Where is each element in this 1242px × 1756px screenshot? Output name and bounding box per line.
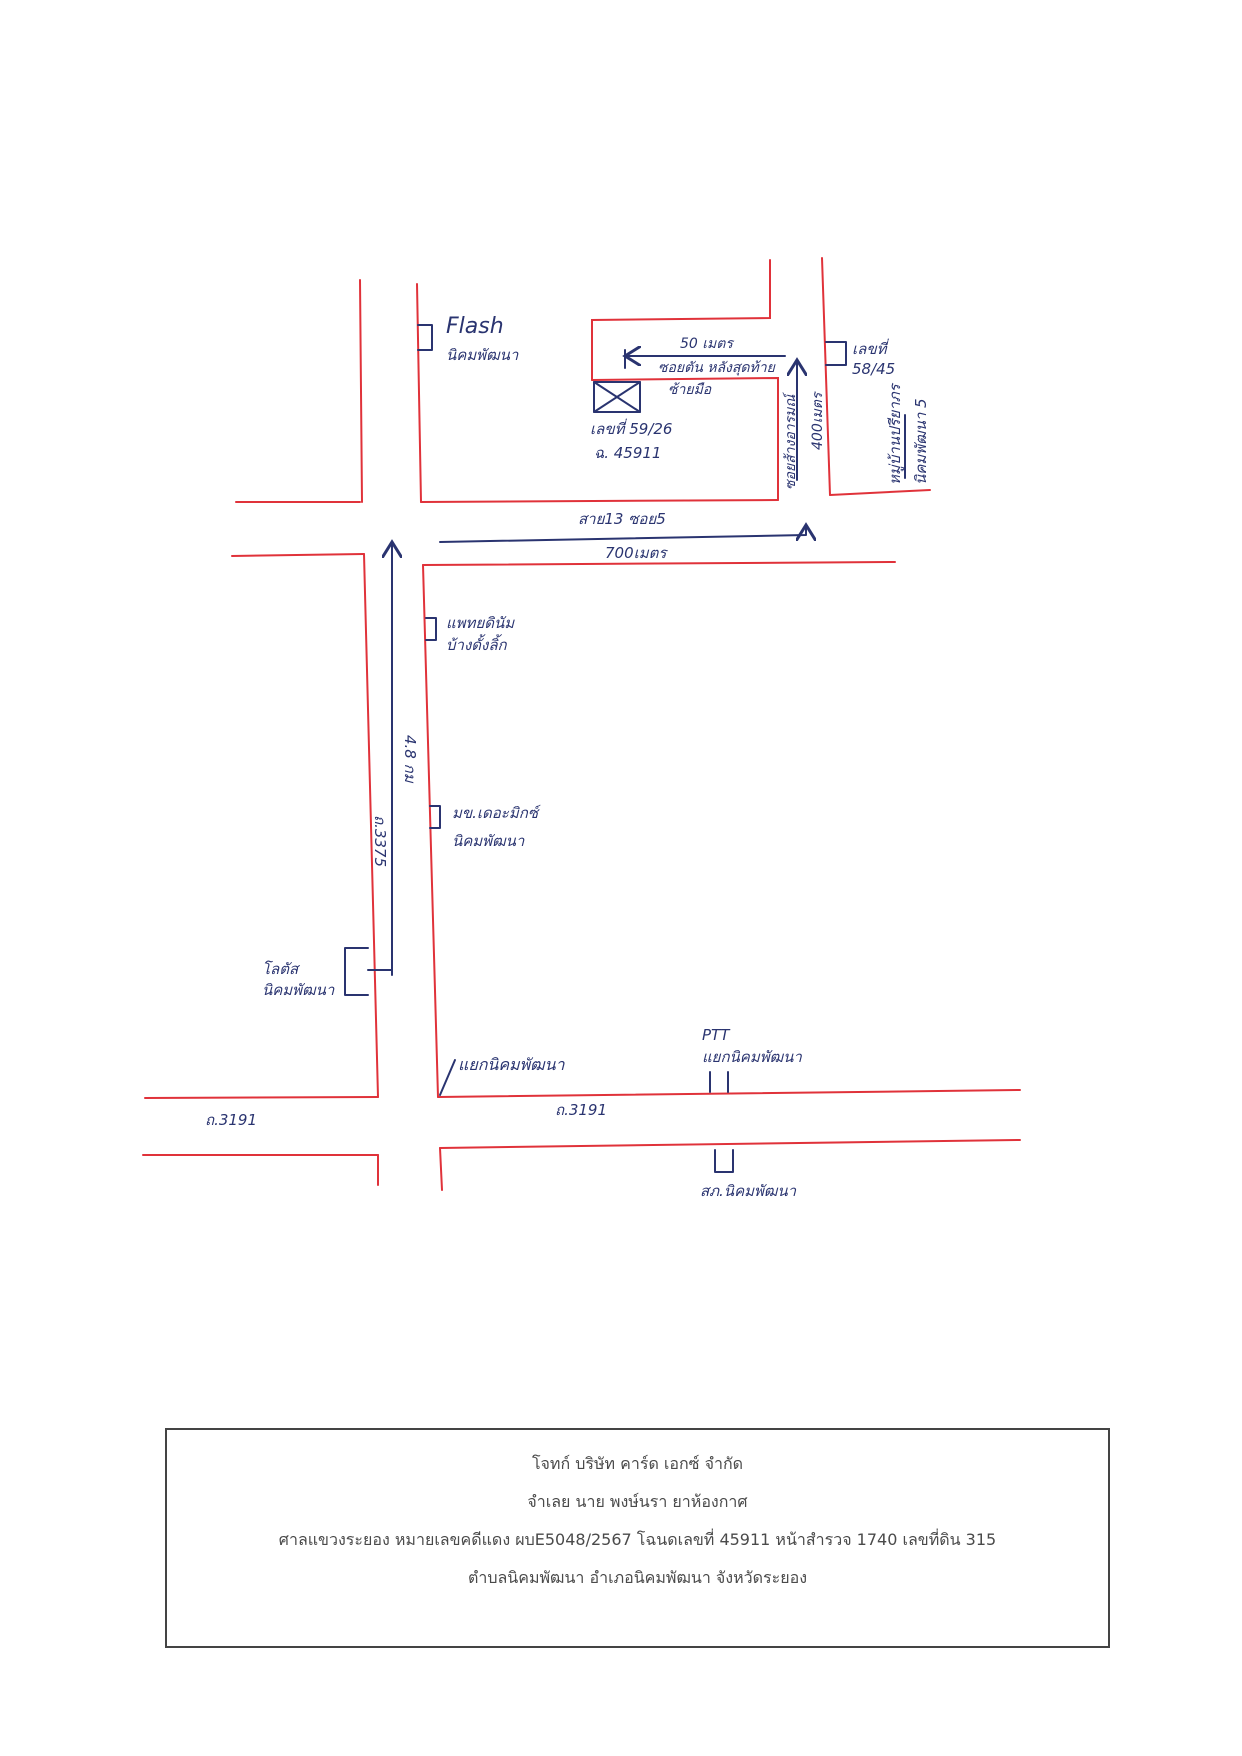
police-label: สภ.นิคมพัฒนา (700, 1182, 797, 1200)
dist-4-8-label: 4.8 กม (401, 735, 419, 784)
lane-last-label: ซอยตัน หลังสุดท้าย (658, 360, 776, 376)
landmarks: Flash นิคมพัฒนา เลขที่ 59/26 ฉ. 45911 เล… (262, 314, 930, 1200)
lane-last-side-label: ซ้ายมือ (668, 382, 712, 398)
ptt-line2: แยกนิคมพัฒนา (702, 1048, 802, 1066)
dist-400-label: 400เมตร (810, 391, 826, 450)
mart2-marker (429, 805, 441, 829)
road-soi5-north-east (420, 499, 779, 503)
mart1-line1: แพทยดินัม (446, 614, 515, 632)
soi-side-label: ซอยส้างอารมณ์ (782, 392, 799, 490)
plot-deed: ฉ. 45911 (594, 444, 661, 462)
mart1-marker (425, 617, 437, 641)
house-right-line2: 58/45 (852, 360, 895, 378)
road-3191-north-west (144, 1096, 379, 1099)
flash-name: Flash (446, 314, 504, 339)
lotus-line1: โลตัส (262, 960, 301, 978)
village-line1: หมู่บ้านปรียาภร (886, 382, 904, 485)
soi5-label: สาย13 ซอย5 (578, 510, 666, 528)
caption-case-details: ศาลแขวงระยอง หมายเลขคดีแดง ผบE5048/2567 … (278, 1530, 997, 1549)
flash-marker (417, 324, 433, 351)
ptt-line1: PTT (702, 1026, 731, 1044)
junction-pointer (439, 1059, 456, 1096)
flash-sub: นิคมพัฒนา (446, 346, 519, 364)
road-network (142, 257, 1021, 1191)
caption-plaintiff: โจทก์ บริษัท คาร์ด เอกซ์ จำกัด (531, 1454, 744, 1473)
mart1-line2: บ้างดั้งลิ้ก (446, 634, 508, 654)
case-caption-box: โจทก์ บริษัท คาร์ด เอกซ์ จำกัด จำเลย นาย… (165, 1428, 1110, 1648)
junction-label: แยกนิคมพัฒนา (458, 1055, 566, 1074)
road-3191-left-label: ถ.3191 (205, 1111, 257, 1129)
caption-defendant: จำเลย นาย พงษ์นรา ยาห้องกาศ (527, 1492, 748, 1511)
road-left-west-top (359, 279, 363, 503)
road-soi-last (591, 376, 779, 501)
road-soi5-south-west (231, 553, 365, 557)
village-line2: นิคมพัฒนา 5 (912, 398, 930, 485)
mart2-line1: มข.เดอะมิกซ์ (452, 804, 541, 822)
road-village-south (829, 489, 931, 496)
mart2-line2: นิคมพัฒนา (452, 832, 525, 850)
arrow-soi5-700m (439, 525, 806, 543)
dist-50-label: 50 เมตร (680, 336, 734, 352)
road-soi-side-west (591, 259, 771, 381)
road-3191-right-label: ถ.3191 (555, 1101, 607, 1119)
lotus-line2: นิคมพัฒนา (262, 981, 335, 999)
police-marker (714, 1149, 734, 1173)
road-3375-west (363, 553, 379, 1098)
road-3375-label: ถ.3375 (371, 815, 389, 867)
road-3191-north-east (437, 1089, 1021, 1098)
road-stub-se (439, 1147, 443, 1191)
road-left-east-top (416, 283, 422, 503)
ptt-marker (709, 1071, 729, 1093)
road-soi5-south-east (422, 561, 896, 566)
route-annotations: 50 เมตร ซอยตัน หลังสุดท้าย ซ้ายมือ ซอยส้… (205, 336, 826, 1129)
plot-marker (593, 381, 641, 413)
plot-number: เลขที่ 59/26 (590, 418, 672, 438)
road-3191-south-east (439, 1139, 1021, 1149)
road-3375-east (422, 564, 439, 1098)
house-right-marker (825, 341, 847, 366)
caption-location: ตำบลนิคมพัฒนา อำเภอนิคมพัฒนา จังหวัดระยอ… (467, 1568, 808, 1587)
dist-700-label: 700เมตร (605, 544, 668, 562)
house-right-line1: เลขที่ (852, 338, 889, 358)
road-village-west (821, 257, 831, 496)
lotus-marker (344, 947, 369, 996)
